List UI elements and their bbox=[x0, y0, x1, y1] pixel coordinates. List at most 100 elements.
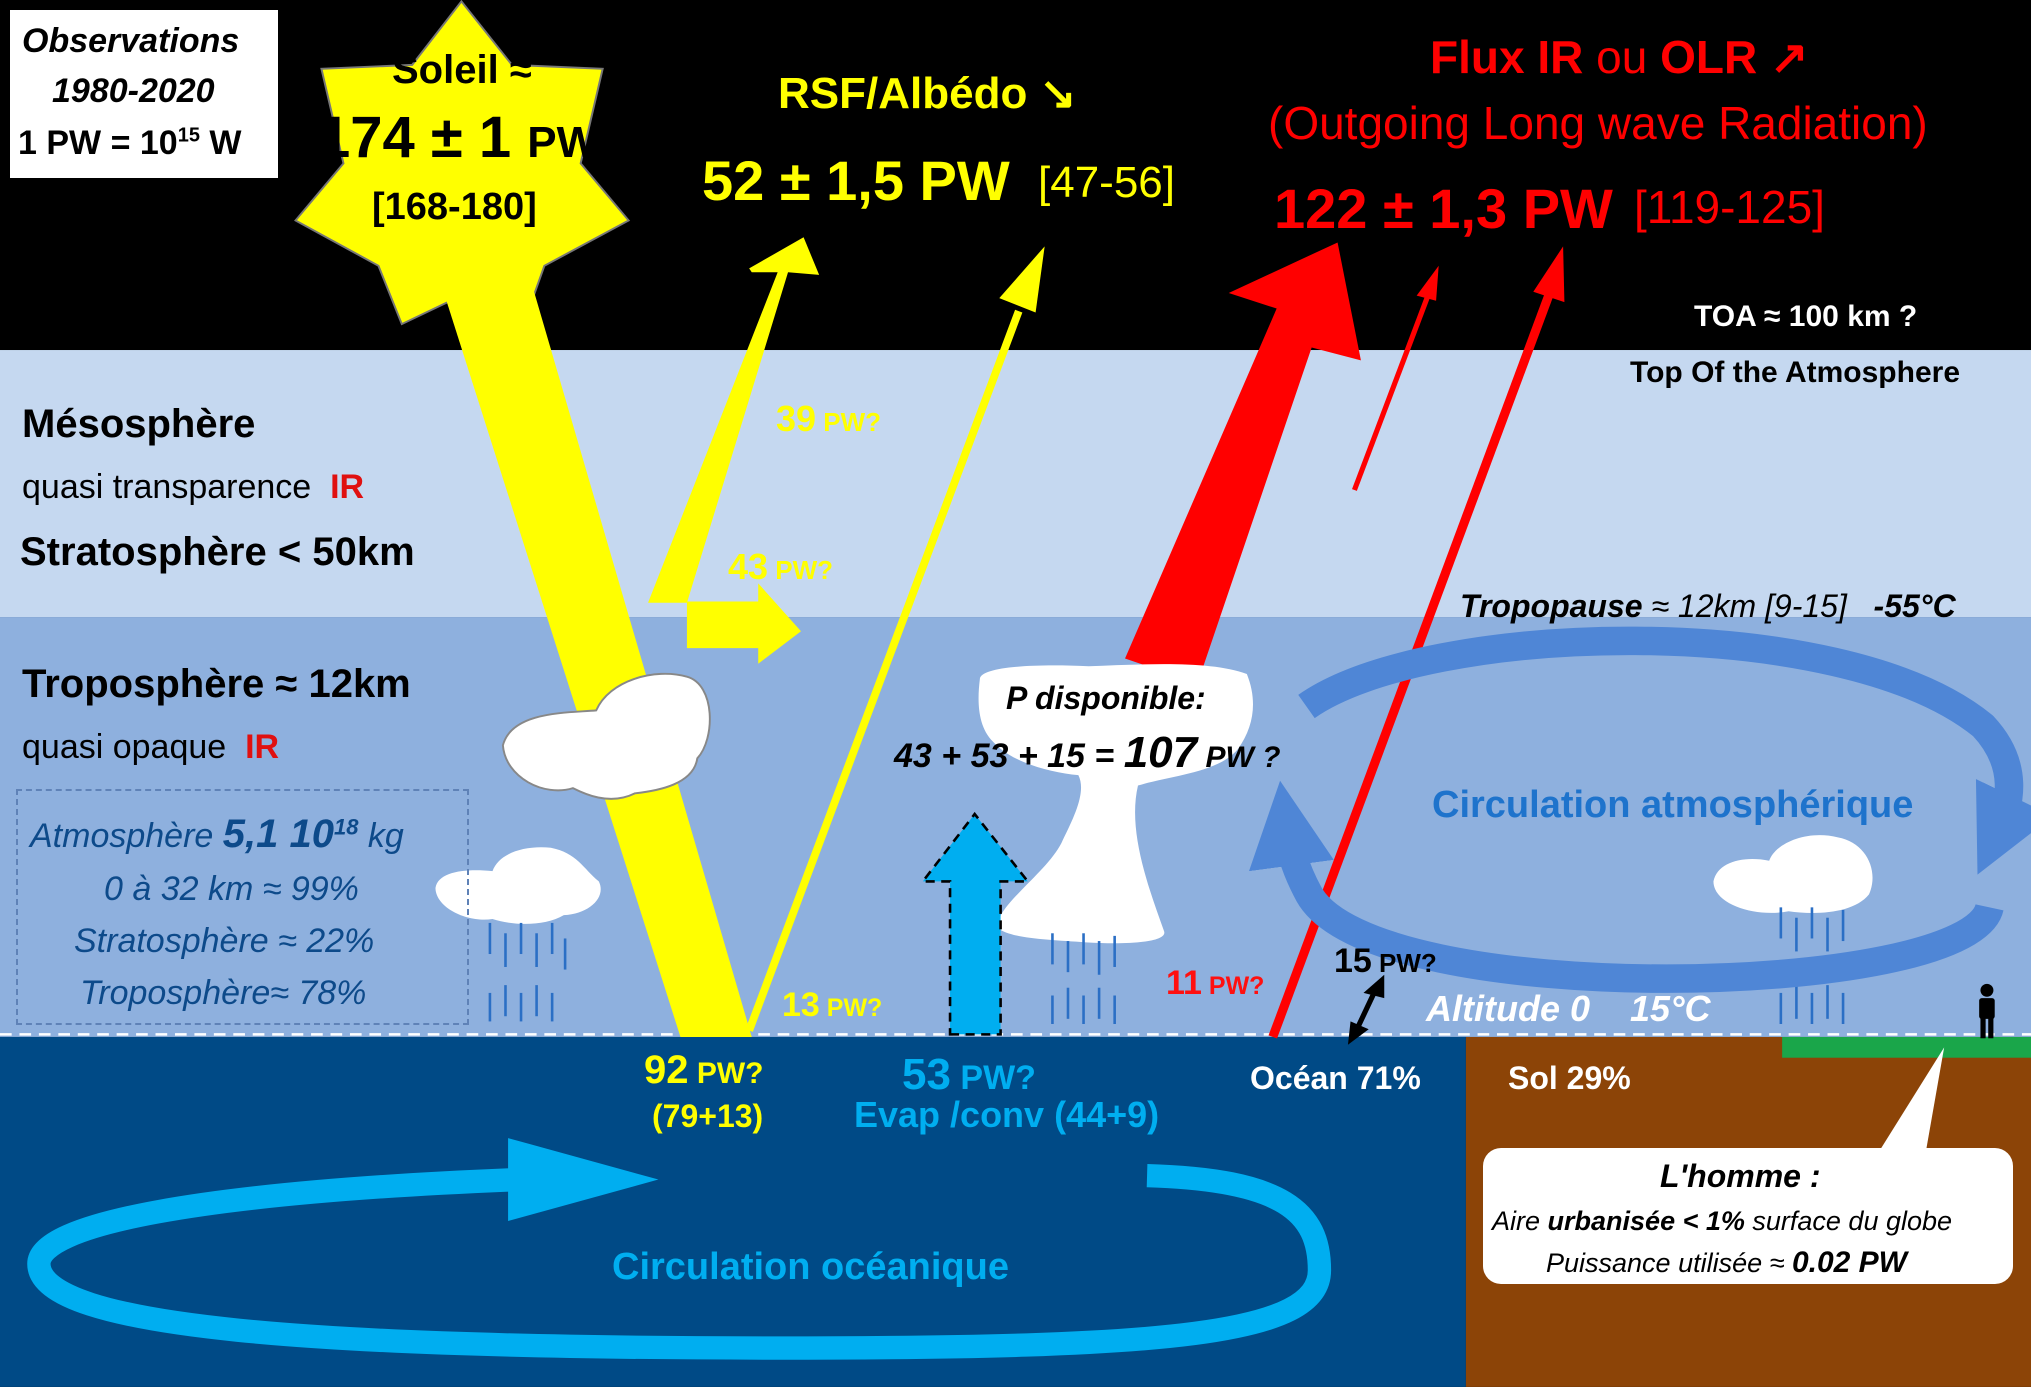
reflected-39-arrow bbox=[648, 237, 820, 603]
olr-subtitle: (Outgoing Long wave Radiation) bbox=[1268, 97, 1928, 149]
homme-urban-suffix: surface du globe bbox=[1744, 1206, 1953, 1236]
stratosphere-label: Stratosphère < 50km bbox=[20, 530, 415, 574]
troposphere-label: Troposphère ≈ 12km bbox=[22, 662, 411, 706]
sun-value: 174 ± 1 PW bbox=[318, 104, 598, 171]
rain-center bbox=[1051, 933, 1116, 1025]
flow-53-detail: Evap /conv (44+9) bbox=[854, 1094, 1160, 1135]
olr-big-arrow bbox=[1125, 242, 1361, 684]
flow-13-number: 13 bbox=[782, 986, 820, 1024]
flow-13-label: 13 PW? bbox=[782, 986, 882, 1025]
olr-small-arrowhead bbox=[1416, 265, 1439, 301]
flow-15-label: 15 PW? bbox=[1334, 942, 1437, 981]
atmospheric-circulation-loop-lower bbox=[1248, 780, 2004, 993]
tropopause-name: Tropopause bbox=[1460, 588, 1643, 624]
mesosphere-note: quasi transparence IR bbox=[22, 468, 364, 507]
olr-range: [119-125] bbox=[1634, 181, 1825, 233]
atmosphere-mass-label: Atmosphère bbox=[30, 817, 223, 855]
soil-share-label: Sol 29% bbox=[1508, 1060, 1631, 1096]
absorbed-43-arrow bbox=[686, 583, 801, 664]
tropopause-temp: -55°C bbox=[1873, 588, 1956, 624]
cumulonimbus-cloud bbox=[978, 664, 1253, 944]
cloud-left-small bbox=[435, 847, 601, 924]
flow-11-number: 11 bbox=[1166, 964, 1202, 1002]
homme-urban-prefix: Aire bbox=[1492, 1206, 1548, 1236]
flow-39-unit: PW? bbox=[816, 407, 882, 437]
toa-altitude: TOA ≈ 100 km ? bbox=[1694, 300, 1918, 333]
altitude-zero-temp: 15°C bbox=[1630, 988, 1711, 1029]
upper-atmosphere-band bbox=[0, 350, 2031, 618]
reflected-thin-line bbox=[745, 309, 1023, 1032]
flow-15-number: 15 bbox=[1334, 942, 1372, 980]
p-disponible-unit: PW ? bbox=[1197, 741, 1281, 774]
homme-power-value: 0.02 PW bbox=[1791, 1246, 1908, 1279]
homme-urban-area: Aire urbanisée < 1% surface du globe bbox=[1492, 1206, 1952, 1237]
homme-callout bbox=[1483, 1148, 2013, 1284]
observations-title: Observations bbox=[22, 22, 240, 60]
troposphere-note: quasi opaque IR bbox=[22, 728, 279, 767]
flow-11-label: 11 PW? bbox=[1166, 964, 1264, 1003]
flow-92-detail: (79+13) bbox=[652, 1098, 764, 1134]
rain-left bbox=[488, 922, 567, 1022]
flow-15-unit: PW? bbox=[1371, 948, 1437, 978]
olr-title-olr: OLR ↗ bbox=[1660, 31, 1809, 83]
p-disponible-formula: 43 + 53 + 15 = 107 PW ? bbox=[894, 728, 1280, 778]
sun-value-unit: PW bbox=[527, 118, 599, 167]
flow-53-number: 53 bbox=[902, 1050, 951, 1099]
ocean-circulation-label: Circulation océanique bbox=[612, 1246, 1009, 1288]
homme-power-prefix: Puissance utilisée ≈ bbox=[1546, 1248, 1792, 1278]
ocean-circulation-arrowhead bbox=[508, 1138, 659, 1222]
rsf-title: RSF/Albédo ↘ bbox=[778, 69, 1077, 118]
atmosphere-mass-box bbox=[16, 789, 469, 1025]
flow-43-label: 43 PW? bbox=[728, 546, 833, 588]
flow-53-unit: PW? bbox=[950, 1059, 1036, 1097]
grass-strip bbox=[1782, 1036, 2031, 1058]
troposphere-note-text: quasi opaque bbox=[22, 728, 227, 766]
sun-value-number: 174 ± 1 bbox=[318, 105, 512, 170]
troposphere-ir: IR bbox=[245, 728, 280, 766]
tropopause-detail: ≈ 12km [9-15] bbox=[1642, 588, 1847, 624]
sun-range: [168-180] bbox=[372, 186, 537, 228]
ocean-circulation-loop bbox=[27, 1163, 1332, 1360]
atmosphere-mass-exp: 18 bbox=[333, 814, 359, 840]
unit-prefix: 1 PW = 10 bbox=[18, 124, 178, 162]
flow-39-number: 39 bbox=[776, 398, 817, 439]
flow-13-unit: PW? bbox=[819, 994, 883, 1022]
olr-small-line bbox=[1352, 286, 1434, 491]
flow-43-number: 43 bbox=[728, 546, 769, 587]
olr-title: Flux IR ou OLR ↗ bbox=[1430, 30, 1809, 84]
atmospheric-circulation-loop bbox=[1298, 626, 2031, 875]
reflected-thin-arrowhead bbox=[999, 246, 1045, 313]
tropopause-label: Tropopause ≈ 12km [9-15] -55°C bbox=[1460, 588, 1956, 625]
flow-43-unit: PW? bbox=[768, 555, 834, 585]
olr-value: 122 ± 1,3 PW bbox=[1274, 177, 1613, 240]
atmosphere-troposphere-share: Troposphère≈ 78% bbox=[80, 974, 367, 1012]
person-icon bbox=[1979, 983, 1995, 1039]
mesosphere-label: Mésosphère bbox=[22, 402, 256, 446]
atmosphere-stratosphere-share: Stratosphère ≈ 22% bbox=[74, 922, 375, 960]
atmosphere-mass-value: 5,1 10 bbox=[222, 812, 334, 856]
cloud-right-small bbox=[1713, 835, 1873, 914]
mesosphere-ir: IR bbox=[330, 468, 365, 506]
p-disponible-sum: 43 + 53 + 15 = bbox=[894, 737, 1124, 775]
toa-label: Top Of the Atmosphere bbox=[1630, 356, 1960, 389]
observations-period: 1980-2020 bbox=[52, 72, 215, 110]
flow-11-unit: PW? bbox=[1201, 972, 1265, 1000]
flow-53-label: 53 PW? bbox=[902, 1050, 1036, 1100]
unit-suffix: W bbox=[199, 124, 242, 162]
heat-flux-15-head-bottom bbox=[1347, 1021, 1369, 1045]
flow-92-label: 92 PW? bbox=[644, 1048, 764, 1093]
rsf-range: [47-56] bbox=[1038, 158, 1175, 207]
homme-title: L'homme : bbox=[1660, 1158, 1821, 1194]
atmosphere-0-32km: 0 à 32 km ≈ 99% bbox=[104, 870, 359, 908]
evaporation-arrow bbox=[920, 811, 1031, 1036]
sun-label: Soleil ≈ bbox=[392, 48, 532, 92]
homme-power-used: Puissance utilisée ≈ 0.02 PW bbox=[1546, 1246, 1907, 1280]
cloud-troposphere bbox=[501, 672, 711, 800]
atmosphere-mass-unit: kg bbox=[358, 817, 404, 855]
flow-92-number: 92 bbox=[644, 1048, 689, 1092]
homme-urban-value: urbanisée < 1% bbox=[1547, 1206, 1745, 1236]
p-disponible-result: 107 bbox=[1123, 728, 1198, 777]
atmosphere-mass: Atmosphère 5,1 1018 kg bbox=[30, 812, 404, 857]
olr-title-ou: ou bbox=[1583, 31, 1661, 83]
